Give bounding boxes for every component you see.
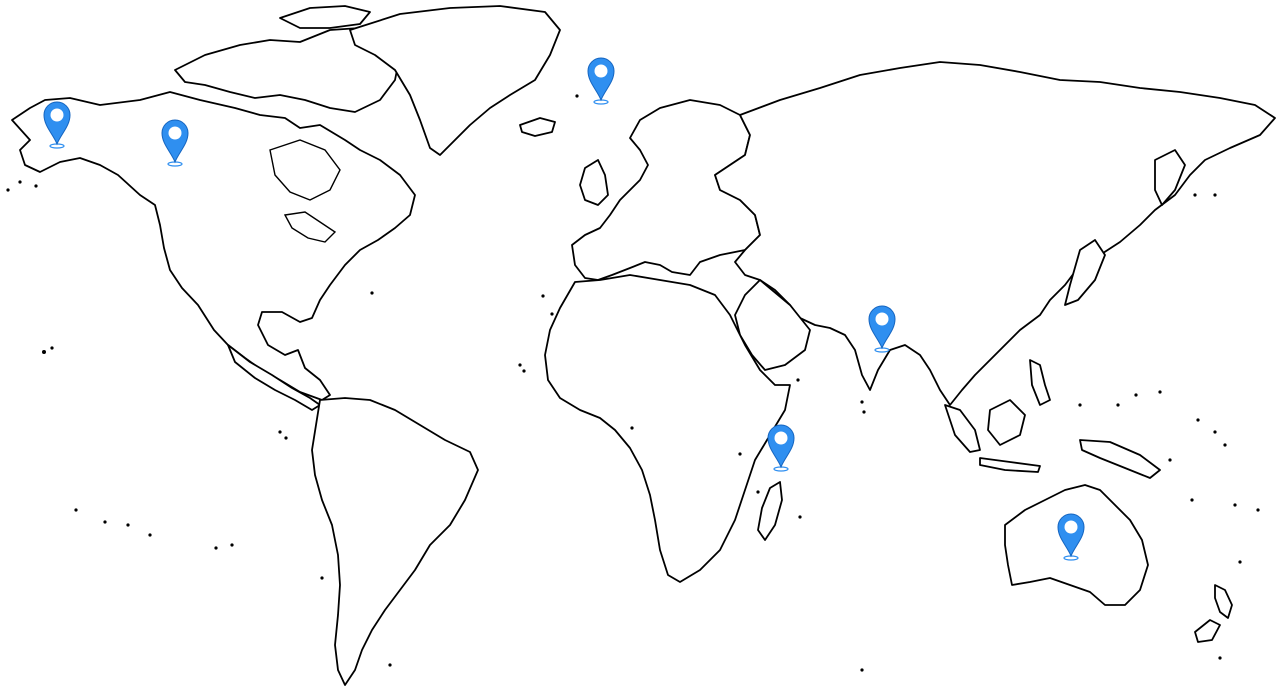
- central-america-outline: [227, 344, 321, 411]
- new-zealand-south-outline: [1194, 619, 1221, 643]
- great-lakes-outline: [283, 211, 337, 243]
- arabia-outline: [734, 279, 811, 371]
- arctic-island-north: [279, 5, 371, 29]
- north-america-outline: [11, 91, 416, 401]
- sumatra-outline: [944, 404, 981, 453]
- new-zealand-outline: [1214, 584, 1233, 619]
- japan-outline: [1064, 239, 1106, 306]
- iceland-outline: [519, 117, 556, 137]
- asia-outline: [714, 61, 1276, 406]
- java-outline: [979, 457, 1041, 473]
- madagascar-outline: [757, 481, 783, 541]
- location-pin-icon[interactable]: [1056, 512, 1086, 567]
- location-pin-icon[interactable]: [42, 100, 72, 155]
- small-islands: [6, 94, 1260, 672]
- south-america-outline: [311, 397, 479, 686]
- arctic-archipelago-outline: [174, 27, 401, 113]
- location-pin-icon[interactable]: [160, 118, 190, 173]
- location-pin-icon[interactable]: [867, 304, 897, 359]
- africa-outline: [544, 274, 791, 583]
- new-guinea-outline: [1079, 439, 1161, 479]
- borneo-outline: [987, 399, 1026, 446]
- britain-outline: [579, 159, 609, 206]
- greenland-outline: [349, 5, 561, 156]
- location-pin-icon[interactable]: [766, 423, 796, 478]
- philippines-outline: [1029, 359, 1051, 406]
- kamchatka-outline: [1154, 149, 1186, 206]
- hudson-bay-outline: [269, 139, 341, 201]
- location-pin-icon[interactable]: [586, 56, 616, 111]
